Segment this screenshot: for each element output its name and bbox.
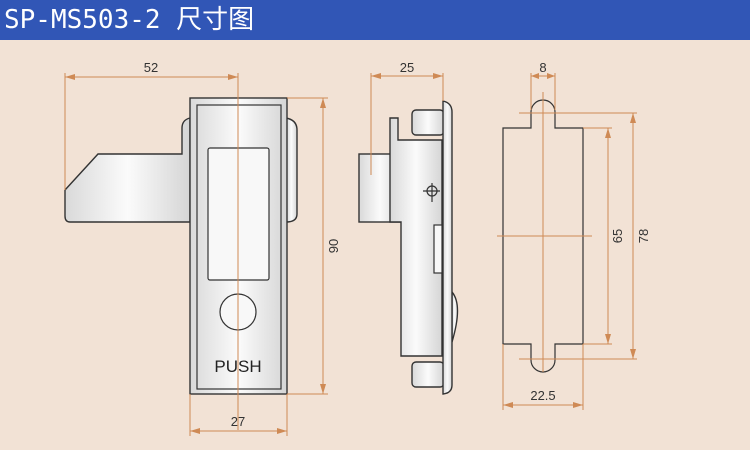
cutout-view: 8 65 78 22.5 [497,60,651,410]
dim-inner-height: 65 [610,229,625,243]
dim-depth: 25 [400,60,414,75]
dim-plate-width: 27 [231,414,245,429]
rear-housing-right [285,117,298,223]
button-bulge [451,290,459,343]
dim-cutout-width: 22.5 [530,388,555,403]
dim-height: 90 [326,239,341,253]
side-plate [442,100,453,395]
cam-arm [389,117,443,357]
title-bar: SP-MS503-2 尺寸图 [0,0,750,40]
bottom-pin [411,361,445,388]
page-title: SP-MS503-2 尺寸图 [4,5,255,35]
side-slot [433,224,443,274]
dim-slot-width: 8 [539,60,546,75]
dim-outer-height: 78 [636,229,651,243]
front-plate-inner [196,104,282,390]
side-view: 25 [358,60,459,395]
latch-tongue [64,117,191,223]
dim-total-width: 52 [144,60,158,75]
center-mark-icon [423,183,440,202]
top-pin [411,109,445,136]
front-view: PUSH 52 90 27 [64,60,341,436]
